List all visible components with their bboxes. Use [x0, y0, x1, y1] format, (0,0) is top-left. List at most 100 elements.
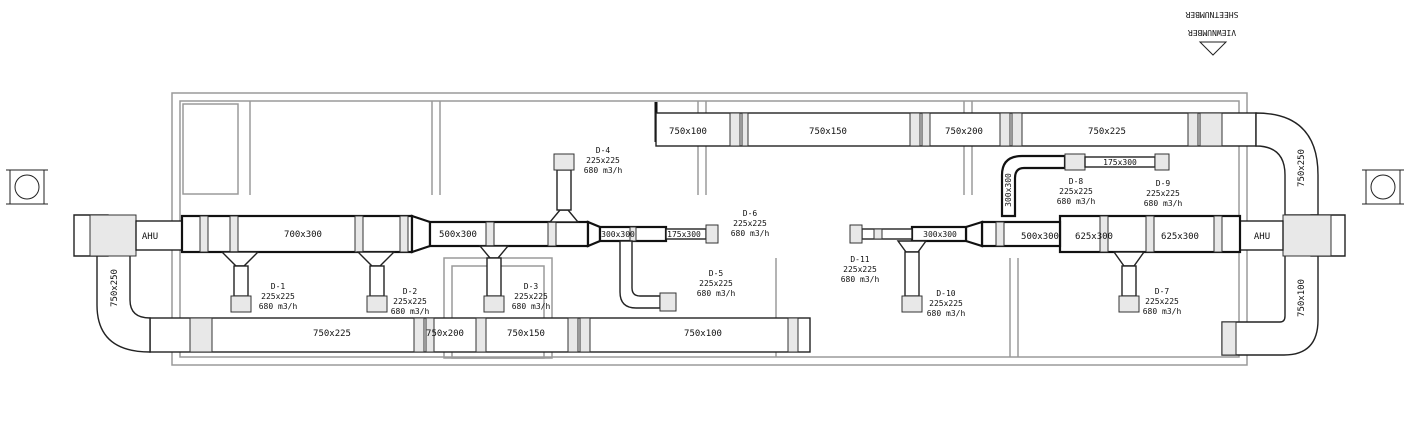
flex-duct — [369, 265, 385, 297]
duct-size-label: 750x150 — [507, 329, 545, 339]
diffuser-takeoff — [896, 240, 928, 253]
diffuser-takeoff — [356, 251, 396, 267]
duct-flange — [425, 317, 435, 353]
diffuser-flow: 680 m3/h — [259, 302, 298, 311]
diffuser-size: 225x225 — [261, 292, 295, 301]
duct-size-label: 750x150 — [809, 127, 847, 137]
diffuser-drops — [220, 153, 1146, 313]
diffuser-size: 225x225 — [929, 299, 963, 308]
diffuser-takeoff — [1112, 251, 1146, 267]
diffuser-neck — [1154, 153, 1170, 171]
duct-size-label: 750x200 — [945, 127, 983, 137]
trunk-segment — [180, 214, 414, 254]
diffuser-flow: 680 m3/h — [512, 302, 551, 311]
building-walls — [171, 92, 1248, 366]
diffuser-id: D-9 — [1156, 179, 1171, 188]
diffuser-flow: 680 m3/h — [1057, 197, 1096, 206]
duct-flange — [629, 226, 637, 242]
diffuser-flow: 680 m3/h — [841, 275, 880, 284]
diffuser-box-d7 — [1118, 295, 1140, 313]
diffuser-flow: 680 m3/h — [927, 309, 966, 318]
duct-size-label: 625x300 — [1075, 232, 1113, 242]
diffuser-box-d10 — [901, 295, 923, 313]
duct-flange — [873, 228, 883, 240]
diffuser-size: 225x225 — [843, 265, 877, 274]
diffuser-id: D-3 — [524, 282, 539, 291]
duct-flange — [741, 112, 749, 147]
duct-size-label: 750x100 — [684, 329, 722, 339]
view-number-text: VIEWNUMBER — [1188, 28, 1236, 37]
flex-duct — [233, 265, 249, 297]
duct-size-label: 500x300 — [439, 230, 477, 240]
ahu-left-filter — [89, 214, 137, 257]
diffuser-box-d5 — [659, 292, 677, 312]
diffuser-id: D-7 — [1155, 287, 1170, 296]
view-marker: VIEWNUMBER SHEETNUMBER — [1185, 10, 1238, 56]
trunk-segment — [980, 220, 1062, 248]
supply-trunk-left: 700x300 500x300 300x300 175x300 — [180, 214, 719, 254]
duct-flange — [1199, 112, 1223, 147]
room-block — [182, 103, 239, 195]
ahu-left-label: AHU — [142, 232, 158, 242]
diffuser-size: 225x225 — [393, 297, 427, 306]
duct-flange — [1099, 215, 1109, 253]
duct-size-label: 175x300 — [667, 230, 701, 239]
trunk-segment — [861, 228, 913, 240]
diffuser-flow: 680 m3/h — [584, 166, 623, 175]
reducer — [964, 220, 984, 248]
duct-flange — [399, 215, 409, 253]
duct-flange — [485, 221, 495, 247]
diffuser-neck — [705, 224, 719, 244]
sheet-number-text: SHEETNUMBER — [1185, 10, 1238, 19]
duct-size-label: 750x225 — [1088, 127, 1126, 137]
duct-size-label: 300x300 — [601, 230, 635, 239]
duct-size-label: 750x100 — [1297, 279, 1307, 317]
duct-size-label: 750x100 — [669, 127, 707, 137]
flex-duct-d5 — [619, 240, 661, 309]
ahu-right-assembly: AHU — [1239, 169, 1404, 257]
view-marker-triangle — [1198, 41, 1228, 56]
duct-size-label: 300x300 — [1004, 173, 1013, 207]
diffuser-size: 225x225 — [586, 156, 620, 165]
diffuser-takeoff — [548, 209, 580, 223]
diffuser-flow: 680 m3/h — [1144, 199, 1183, 208]
duct-flange — [729, 112, 741, 147]
diffuser-flow: 680 m3/h — [1143, 307, 1182, 316]
diffuser-flow: 680 m3/h — [391, 307, 430, 316]
duct-size-label: 750x250 — [1297, 149, 1307, 187]
flex-duct — [556, 169, 572, 211]
diffuser-flow: 680 m3/h — [697, 289, 736, 298]
diffuser-id: D-2 — [403, 287, 418, 296]
duct-flange — [995, 221, 1005, 247]
diffuser-id: D-4 — [596, 146, 611, 155]
duct-flange — [199, 215, 209, 253]
duct-flange — [354, 215, 364, 253]
duct-size-label: 750x225 — [313, 329, 351, 339]
diffuser-takeoff — [220, 251, 260, 267]
ahu-right-filter — [1282, 214, 1332, 257]
diffuser-size: 225x225 — [1059, 187, 1093, 196]
diffuser-id: D-1 — [271, 282, 286, 291]
diffuser-id: D-10 — [936, 289, 955, 298]
duct-size-label: 300x300 — [923, 230, 957, 239]
ahu-right-label: AHU — [1254, 232, 1270, 242]
ahu-left-assembly: AHU — [6, 169, 183, 257]
duct-flange — [1011, 112, 1023, 147]
duct-flange — [909, 112, 921, 147]
diffuser-size: 225x225 — [1146, 189, 1180, 198]
duct-flange — [189, 317, 213, 353]
diffuser-takeoff — [478, 245, 510, 259]
duct-flange — [547, 221, 557, 247]
diffuser-size: 225x225 — [514, 292, 548, 301]
diffuser-id: D-11 — [850, 255, 869, 264]
duct-flange — [579, 317, 591, 353]
duct-flange — [1213, 215, 1223, 253]
duct-flange — [475, 317, 487, 353]
duct-size-label: 750x250 — [110, 269, 120, 307]
diffuser-flow: 680 m3/h — [731, 229, 770, 238]
duct-flange — [1145, 215, 1155, 253]
fan-icon — [14, 174, 40, 200]
reducer — [410, 214, 432, 254]
duct-size-label: 500x300 — [1021, 232, 1059, 242]
